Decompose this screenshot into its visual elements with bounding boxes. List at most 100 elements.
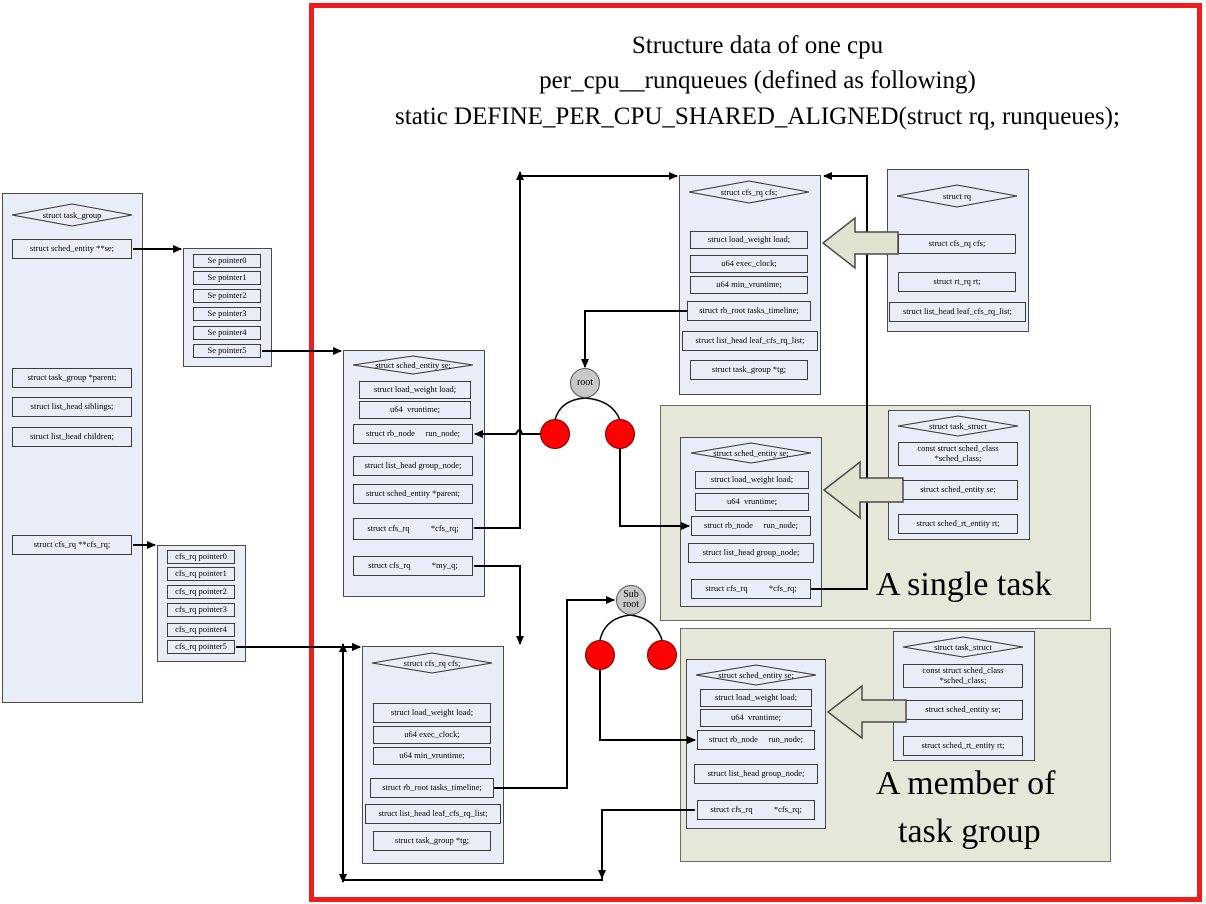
group-se-field-load: struct load_weight load; bbox=[359, 381, 471, 399]
task-group-field-cfs-rq: struct cfs_rq **cfs_rq; bbox=[12, 535, 132, 555]
single-task-label: A single task bbox=[876, 566, 1052, 603]
se-pointer-3: Se pointer3 bbox=[193, 307, 261, 321]
member-se-field-group-node: struct list_head group_node; bbox=[694, 764, 818, 784]
group-cfs-rq-field-tasks-timeline: struct rb_root tasks_timeline; bbox=[370, 778, 494, 798]
arrow-group-timeline-to-subroot bbox=[494, 596, 615, 789]
diagram-title-line2: per_cpu__runqueues (defined as following… bbox=[539, 67, 976, 94]
member-se-field-run-node: struct rb_node run_node; bbox=[697, 730, 815, 750]
single-task-struct-header-text: struct task_struct bbox=[929, 421, 987, 431]
group-cfs-rq-field-min-vruntime: u64 min_vruntime; bbox=[373, 747, 491, 765]
member-se-header-text: struct sched_entity se; bbox=[718, 670, 794, 680]
big-arrow-task-to-member-se bbox=[826, 684, 907, 740]
rbtree-subroot-node: Sub root bbox=[616, 585, 646, 615]
rq-field-rt: struct rt_rq rt; bbox=[898, 272, 1016, 292]
group-se-field-cfs-rq: struct cfs_rq *cfs_rq; bbox=[353, 518, 473, 540]
rbtree-root-node: root bbox=[570, 368, 600, 398]
group-cfs-rq-field-tg: struct task_group *tg; bbox=[373, 831, 491, 851]
arrow-rbnode-to-group-se-runnode bbox=[474, 429, 540, 438]
group-cfs-rq-field-leaf: struct list_head leaf_cfs_rq_list; bbox=[365, 804, 501, 824]
member-se-field-cfs-rq: struct cfs_rq *cfs_rq; bbox=[697, 800, 815, 820]
task-group-field-se: struct sched_entity **se; bbox=[12, 239, 132, 259]
group-cfs-rq-field-exec-clock: u64 exec_clock; bbox=[373, 726, 491, 744]
member-task-struct-field-se: struct sched_entity se; bbox=[903, 700, 1023, 720]
cfs-rq-pointer-1: cfs_rq pointer1 bbox=[167, 567, 235, 581]
top-cfs-rq-field-tg: struct task_group *tg; bbox=[690, 360, 808, 380]
cfs-rq-pointer-5: cfs_rq pointer5 bbox=[167, 640, 235, 654]
single-se-field-load: struct load_weight load; bbox=[695, 471, 809, 489]
single-task-struct-field-sched-class: const struct sched_class *sched_class; bbox=[898, 442, 1018, 466]
task-group-header: struct task_group bbox=[12, 203, 132, 227]
arrow-group-se-myq-to-group-cfsrq bbox=[474, 565, 524, 645]
top-cfs-rq-field-min-vruntime: u64 min_vruntime; bbox=[690, 276, 808, 294]
single-task-struct-field-rt: struct sched_rt_entity rt; bbox=[898, 514, 1018, 534]
tree-edge-root-right bbox=[584, 397, 621, 421]
big-arrow-rq-to-top-cfsrq bbox=[821, 216, 899, 270]
group-se-field-vruntime: u64 vruntime; bbox=[359, 401, 471, 419]
se-pointer-0: Se pointer0 bbox=[193, 254, 261, 268]
se-pointer-5: Se pointer5 bbox=[193, 344, 261, 358]
member-task-struct-field-sched-class: const struct sched_class *sched_class; bbox=[903, 664, 1023, 688]
group-se-field-my-q: struct cfs_rq *my_q; bbox=[353, 556, 473, 576]
task-group-field-children: struct list_head children; bbox=[12, 427, 132, 447]
task-group-field-siblings: struct list_head siblings; bbox=[12, 397, 132, 417]
arrow-subroot-child-to-member-runnode bbox=[599, 670, 696, 744]
single-se-header-text: struct sched_entity se; bbox=[713, 448, 789, 458]
task-group-field-parent: struct task_group *parent; bbox=[12, 368, 132, 388]
group-se-field-parent: struct sched_entity *parent; bbox=[353, 484, 473, 504]
member-task-struct-header: struct task_struct bbox=[903, 636, 1023, 658]
cfs-rq-pointer-4: cfs_rq pointer4 bbox=[167, 623, 235, 637]
group-cfs-rq-header: struct cfs_rq cfs; bbox=[372, 652, 492, 674]
member-se-field-vruntime: u64 vruntime; bbox=[700, 709, 812, 727]
big-arrow-task-to-single-se bbox=[822, 460, 904, 520]
single-task-struct-field-se: struct sched_entity se; bbox=[898, 480, 1018, 500]
se-pointer-1: Se pointer1 bbox=[193, 271, 261, 285]
diagram-title-line1: Structure data of one cpu bbox=[631, 32, 884, 59]
rbtree-node-right bbox=[605, 419, 635, 449]
group-se-field-group-node: struct list_head group_node; bbox=[353, 456, 473, 476]
group-se-header: struct sched_entity se; bbox=[353, 355, 473, 375]
cfs-rq-pointer-3: cfs_rq pointer3 bbox=[167, 603, 235, 617]
task-group-struct bbox=[2, 193, 143, 703]
tree-edge-subroot-left bbox=[599, 614, 631, 641]
single-se-field-group-node: struct list_head group_node; bbox=[688, 543, 814, 563]
diagram-title-line3: static DEFINE_PER_CPU_SHARED_ALIGNED(str… bbox=[395, 103, 1120, 130]
rbtree-node-left bbox=[540, 419, 570, 449]
member-task-label-line1: A member of bbox=[876, 765, 1056, 802]
arrow-tasks-timeline-to-root bbox=[581, 310, 687, 368]
group-cfs-rq-field-load: struct load_weight load; bbox=[373, 703, 491, 723]
member-task-label-line2: task group bbox=[898, 813, 1041, 850]
top-cfs-rq-field-tasks-timeline: struct rb_root tasks_timeline; bbox=[687, 301, 811, 321]
rq-field-cfs: struct cfs_rq cfs; bbox=[898, 234, 1016, 254]
rq-header: struct rq bbox=[897, 184, 1017, 208]
single-se-field-run-node: struct rb_node run_node; bbox=[691, 516, 811, 536]
group-cfs-rq-header-text: struct cfs_rq cfs; bbox=[403, 658, 461, 668]
arrow-member-cfsrq-to-group-cfsrq bbox=[342, 647, 695, 881]
tree-edge-root-left bbox=[554, 397, 586, 421]
group-se-field-run-node: struct rb_node run_node; bbox=[353, 424, 473, 444]
member-task-struct-header-text: struct task_struct bbox=[934, 642, 992, 652]
rbtree-sub-node-left bbox=[585, 640, 615, 670]
single-task-struct-header: struct task_struct bbox=[898, 415, 1018, 437]
arrow-group-se-cfsrq-to-top-cfsrq bbox=[474, 176, 521, 529]
rq-field-leaf: struct list_head leaf_cfs_rq_list; bbox=[889, 302, 1026, 322]
cfs-rq-pointer-0: cfs_rq pointer0 bbox=[167, 550, 235, 564]
se-pointer-2: Se pointer2 bbox=[193, 289, 261, 303]
rq-header-text: struct rq bbox=[942, 191, 972, 201]
rbtree-sub-node-right bbox=[647, 640, 677, 670]
top-cfs-rq-header: struct cfs_rq cfs; bbox=[689, 180, 809, 204]
top-cfs-rq-field-load: struct load_weight load; bbox=[690, 231, 808, 249]
member-task-struct-field-rt: struct sched_rt_entity rt; bbox=[903, 736, 1023, 756]
member-se-header: struct sched_entity se; bbox=[696, 664, 816, 686]
single-se-header: struct sched_entity se; bbox=[691, 442, 811, 464]
task-group-header-text: struct task_group bbox=[42, 210, 102, 220]
cfs-rq-pointer-2: cfs_rq pointer2 bbox=[167, 585, 235, 599]
top-cfs-rq-field-exec-clock: u64 exec_clock; bbox=[690, 255, 808, 273]
se-pointer-4: Se pointer4 bbox=[193, 326, 261, 340]
single-se-field-vruntime: u64 vruntime; bbox=[695, 493, 809, 511]
member-se-field-load: struct load_weight load; bbox=[700, 689, 812, 707]
arrow-rbnode-to-single-runnode bbox=[619, 448, 690, 530]
single-se-field-cfs-rq: struct cfs_rq *cfs_rq; bbox=[691, 579, 811, 599]
group-se-header-text: struct sched_entity se; bbox=[375, 360, 451, 370]
top-cfs-rq-field-leaf: struct list_head leaf_cfs_rq_list; bbox=[682, 331, 818, 351]
